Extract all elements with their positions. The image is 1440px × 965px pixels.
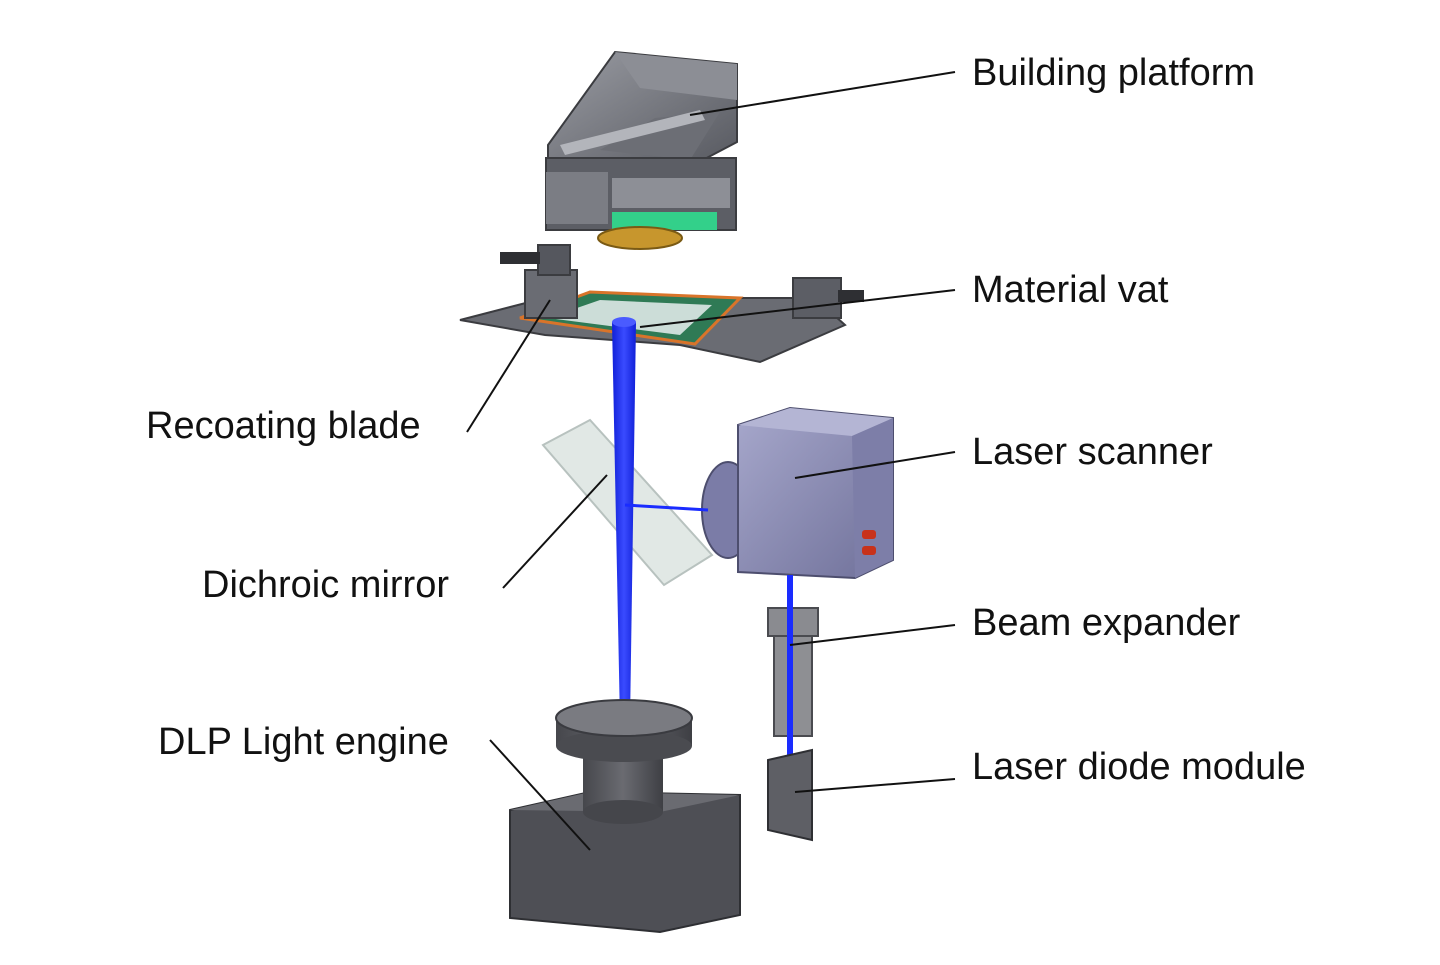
leader-beam-expander xyxy=(789,624,956,646)
label-dlp-light-engine: DLP Light engine xyxy=(158,721,449,763)
label-building-platform: Building platform xyxy=(972,52,1256,94)
laser-beam-horizontal xyxy=(624,503,709,512)
dlp-light-engine xyxy=(509,699,741,934)
leader-dlp-light-engine xyxy=(489,739,591,851)
laser-diode-module xyxy=(767,748,813,842)
leader-dichroic-mirror xyxy=(502,474,608,589)
leader-material-vat xyxy=(639,289,956,328)
dlp-light-beam xyxy=(612,322,636,722)
label-beam-expander: Beam expander xyxy=(972,602,1241,644)
beam-expander xyxy=(767,600,819,745)
label-recoating-blade: Recoating blade xyxy=(146,405,421,447)
leader-laser-diode-module xyxy=(794,778,956,793)
leader-building-platform xyxy=(689,71,956,116)
label-material-vat: Material vat xyxy=(972,269,1169,311)
material-vat xyxy=(459,277,864,364)
leader-laser-scanner xyxy=(794,451,956,479)
recoating-blade xyxy=(500,244,578,319)
leader-recoating-blade xyxy=(466,299,551,433)
label-laser-diode-module: Laser diode module xyxy=(972,746,1306,788)
laser-scanner xyxy=(701,406,894,580)
label-dichroic-mirror: Dichroic mirror xyxy=(202,564,449,606)
label-laser-scanner: Laser scanner xyxy=(972,431,1213,473)
building-platform xyxy=(545,50,738,250)
